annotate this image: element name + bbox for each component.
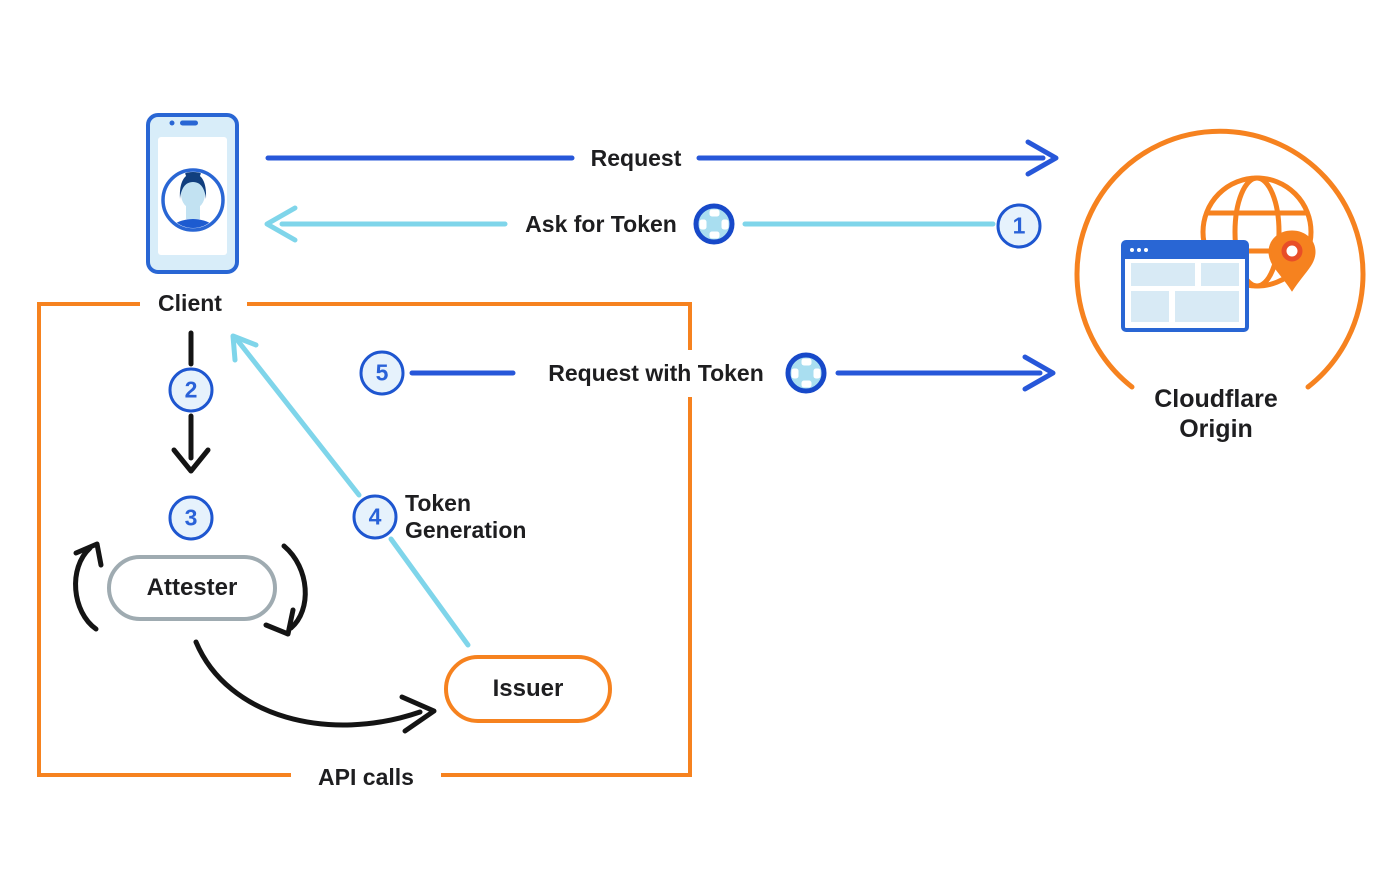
attester-node: Attester	[107, 555, 277, 621]
api-calls-label: API calls	[318, 763, 414, 790]
api-calls-box	[37, 302, 692, 777]
user-avatar-icon	[161, 168, 225, 232]
origin-circle	[1074, 128, 1366, 390]
location-pin-icon	[1268, 230, 1316, 292]
token-icon	[693, 203, 735, 245]
token-generation-arrow	[230, 333, 471, 648]
step-badge-3: 3	[168, 495, 214, 541]
step-badge-4: 4	[352, 494, 398, 540]
attester-to-issuer-arrow	[193, 639, 437, 734]
token-notch	[699, 219, 707, 229]
step-badge-5: 5	[359, 350, 405, 396]
request-arrow	[265, 139, 1059, 177]
request-with-token-arrow	[409, 354, 1056, 392]
token-notch	[801, 380, 811, 388]
request-label: Request	[590, 144, 682, 171]
token-notch	[813, 368, 821, 378]
token-notch	[709, 231, 719, 239]
token-icon	[785, 352, 827, 394]
token-notch	[709, 209, 719, 217]
ask-for-token-arrow	[264, 205, 996, 243]
issuer-label: Issuer	[492, 675, 564, 702]
browser-window-icon	[1121, 240, 1249, 332]
step-badge-1: 1	[996, 203, 1042, 249]
token-generation-label: Token Generation	[405, 490, 527, 543]
token-notch	[801, 358, 811, 366]
cloudflare-origin-icon	[1074, 128, 1366, 390]
step-badge-2: 2	[168, 367, 214, 413]
attester-label: Attester	[146, 574, 238, 601]
phone-icon	[146, 113, 239, 274]
client-to-attester-arrow	[171, 330, 211, 474]
request-with-token-label: Request with Token	[548, 359, 764, 386]
cloudflare-origin-label: Cloudflare Origin	[1154, 385, 1278, 443]
token-notch	[791, 368, 799, 378]
attester-loop-left-arrow	[73, 541, 104, 632]
token-notch	[721, 219, 729, 229]
ask-for-token-label: Ask for Token	[525, 210, 677, 237]
attester-loop-right-arrow	[263, 543, 308, 637]
client-label: Client	[158, 289, 222, 316]
issuer-node: Issuer	[444, 655, 612, 723]
